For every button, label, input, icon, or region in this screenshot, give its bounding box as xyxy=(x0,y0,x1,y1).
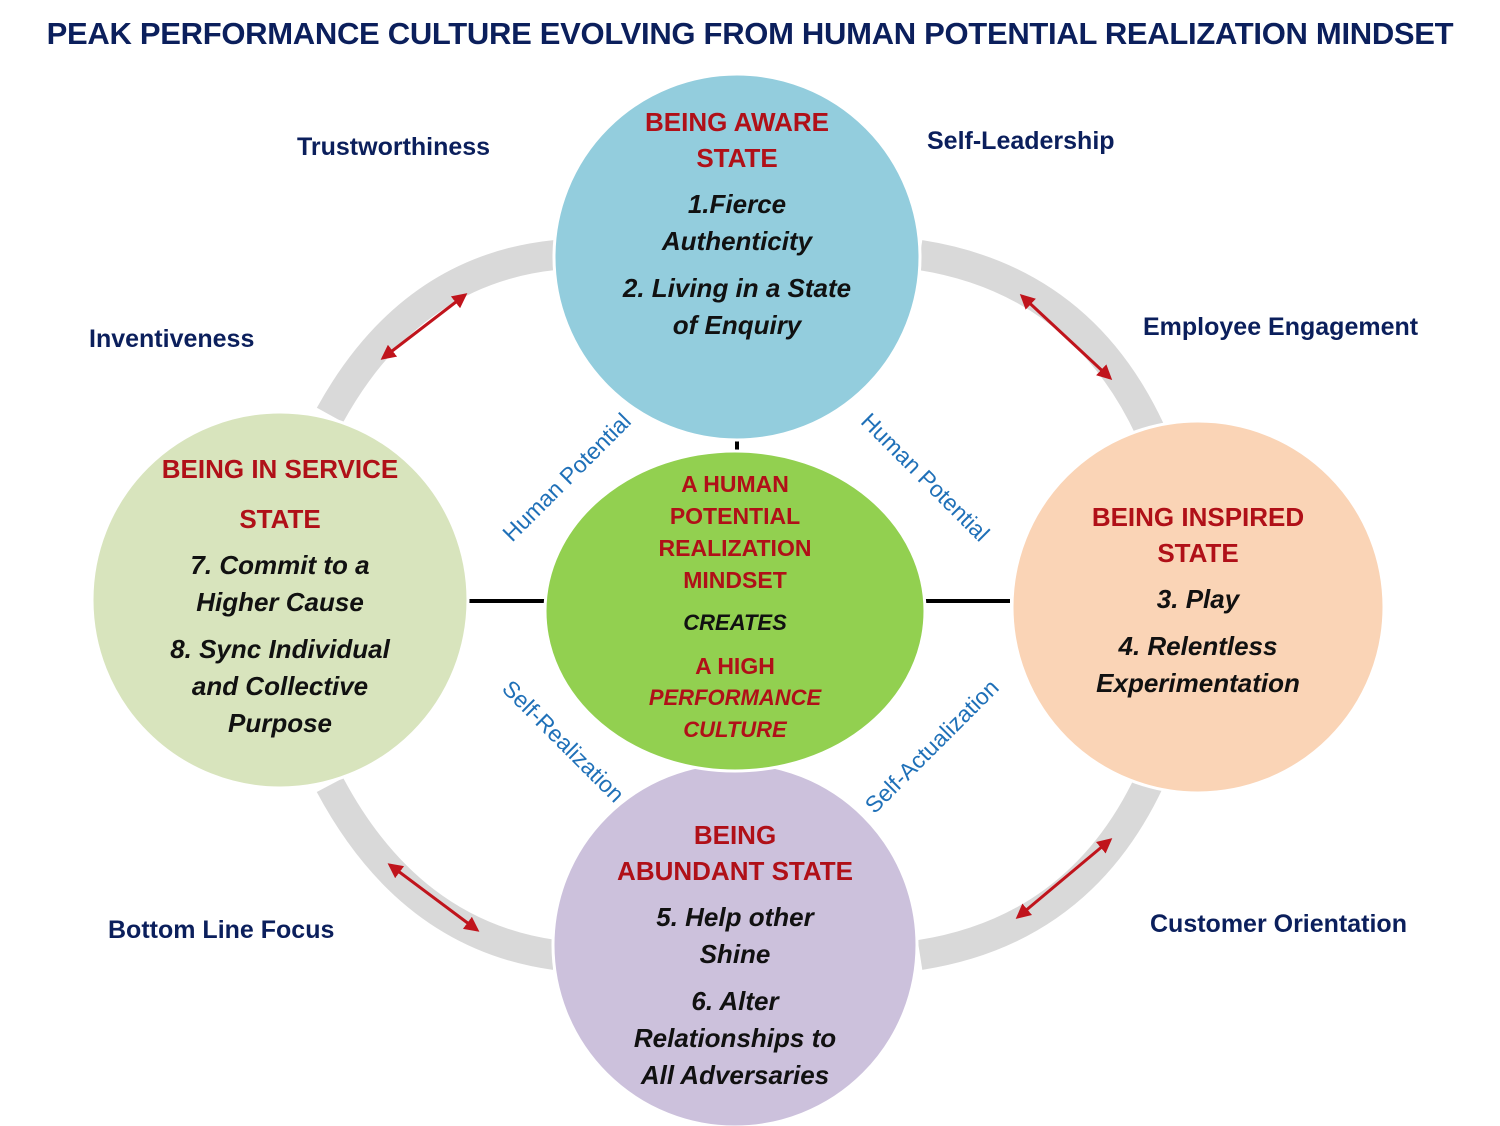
label-trustworthiness: Trustworthiness xyxy=(297,133,491,161)
state-heading: BEING INSPIRED xyxy=(1091,502,1305,532)
state-item: Relationships to xyxy=(633,1023,837,1053)
state-item: Purpose xyxy=(227,708,333,738)
state-item: 4. Relentless xyxy=(1118,631,1278,661)
circle-center-mindset xyxy=(543,449,927,773)
circle-being-aware xyxy=(552,72,922,442)
center-creates: CREATES xyxy=(683,610,787,635)
ring-arc-lower-left xyxy=(316,777,558,970)
center-heading: REALIZATION xyxy=(658,535,812,561)
state-heading: STATE xyxy=(239,504,321,534)
state-item: Higher Cause xyxy=(196,587,364,617)
label-bottom-line-focus: Bottom Line Focus xyxy=(108,916,335,944)
state-item: 7. Commit to a xyxy=(190,550,370,580)
label-self-leadership: Self-Leadership xyxy=(927,127,1115,155)
double-arrow-icon xyxy=(1019,293,1113,381)
center-result-heading: A HIGH xyxy=(695,653,775,679)
state-being-aware: BEING AWARE STATE 1.Fierce Authenticity … xyxy=(577,104,897,344)
center-mindset: A HUMAN POTENTIAL REALIZATION MINDSET CR… xyxy=(595,468,875,746)
state-being-abundant: BEING ABUNDANT STATE 5. Help other Shine… xyxy=(575,817,895,1094)
state-item: 1.Fierce xyxy=(687,189,787,219)
ring-arc-upper-right xyxy=(917,240,1164,437)
state-heading: BEING IN SERVICE xyxy=(161,454,399,484)
state-heading: STATE xyxy=(1157,538,1239,568)
label-customer-orientation: Customer Orientation xyxy=(1150,910,1407,938)
state-heading: BEING AWARE xyxy=(645,107,829,137)
state-item: Authenticity xyxy=(661,226,813,256)
center-heading: A HUMAN xyxy=(681,471,789,497)
ring-arc-upper-left xyxy=(316,240,557,423)
label-employee-engagement: Employee Engagement xyxy=(1143,313,1419,341)
state-item: 6. Alter xyxy=(691,986,779,1016)
state-item: Shine xyxy=(699,939,771,969)
center-heading: MINDSET xyxy=(683,567,787,593)
page-title: PEAK PERFORMANCE CULTURE EVOLVING FROM H… xyxy=(46,16,1454,51)
double-arrow-icon xyxy=(387,863,480,932)
state-item: 8. Sync Individual xyxy=(170,634,390,664)
double-arrow-icon xyxy=(1015,838,1113,919)
state-item: 2. Living in a State xyxy=(622,273,852,303)
center-result-italic: CULTURE xyxy=(683,717,787,742)
state-being-in-service: BEING IN SERVICE STATE 7. Commit to a Hi… xyxy=(120,451,440,742)
center-result-italic: PERFORMANCE xyxy=(648,685,822,710)
state-item: 5. Help other xyxy=(656,902,814,932)
state-item: Experimentation xyxy=(1096,668,1300,698)
state-item: 3. Play xyxy=(1156,584,1240,614)
state-item: All Adversaries xyxy=(640,1060,830,1090)
state-item: of Enquiry xyxy=(672,310,802,340)
circle-being-in-service xyxy=(90,410,470,790)
state-heading: STATE xyxy=(696,143,778,173)
ring-arc-lower-right xyxy=(917,773,1164,970)
state-being-inspired: BEING INSPIRED STATE 3. Play 4. Relentle… xyxy=(1038,499,1358,702)
arrows xyxy=(380,293,1113,932)
circle-being-inspired xyxy=(1010,419,1386,795)
state-item: and Collective xyxy=(191,671,369,701)
double-arrow-icon xyxy=(380,293,468,360)
state-heading: BEING xyxy=(693,820,777,850)
state-heading: ABUNDANT STATE xyxy=(617,856,853,886)
center-heading: POTENTIAL xyxy=(669,503,801,529)
label-inventiveness: Inventiveness xyxy=(89,325,255,353)
